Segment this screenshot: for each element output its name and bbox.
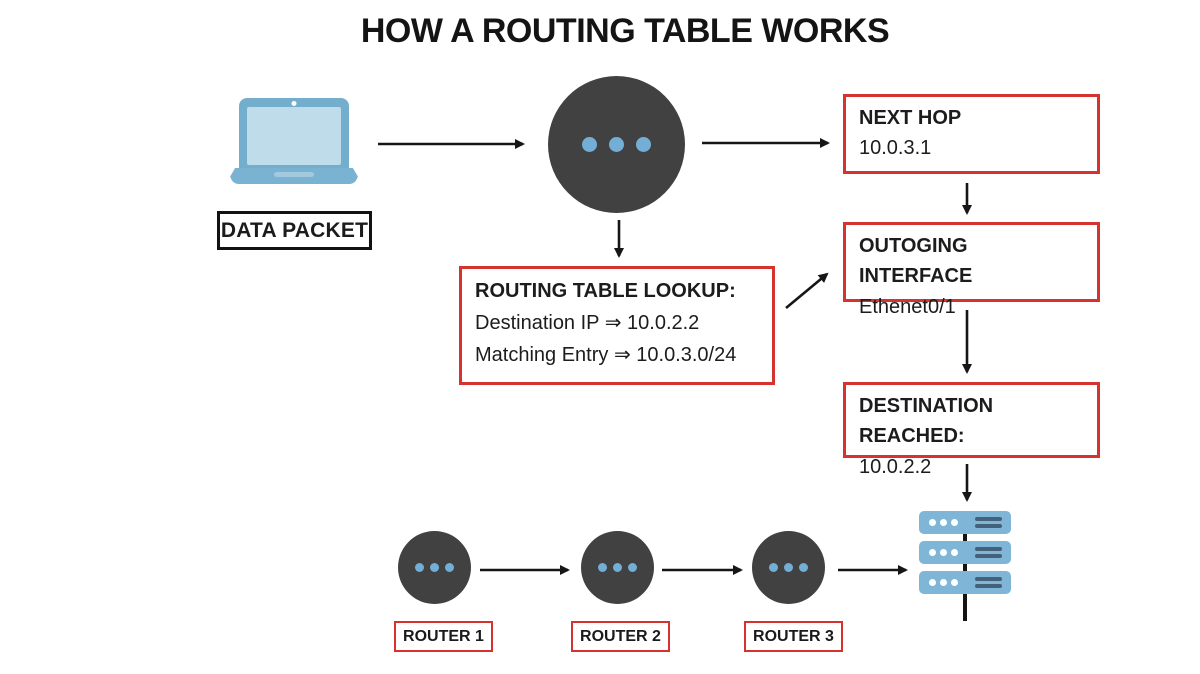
laptop-display [247,107,341,165]
next-hop-title: NEXT HOP [859,107,962,129]
server-led-icon [929,519,936,526]
server-vent-icon [975,577,1002,581]
outgoing-interface-value: Ethenet0/1 [859,295,956,318]
router-dot-icon [636,137,651,152]
router-2-label: ROUTER 2 [571,621,670,652]
router-3-label: ROUTER 3 [744,621,843,652]
main-router-icon [548,76,685,213]
laptop-touchpad [274,172,314,177]
server-led-icon [951,549,958,556]
server-vent-icon [975,547,1002,551]
server-vent-icon [975,554,1002,558]
router-dot-icon [582,137,597,152]
server-led-icon [951,519,958,526]
server-led-icon [940,579,947,586]
routing-table-lookup-box: ROUTING TABLE LOOKUP: Destination IP ⇒ 1… [459,266,775,385]
routing-table-lookup-line-2: Matching Entry ⇒ 10.0.3.0/24 [475,344,737,366]
router-dot-icon [799,563,808,572]
router-1-icon [398,531,471,604]
router-dot-icon [415,563,424,572]
laptop-icon [230,96,358,188]
router-2-icon [581,531,654,604]
router-dot-icon [445,563,454,572]
page-title: HOW A ROUTING TABLE WORKS [360,12,890,50]
data-packet-label: DATA PACKET [217,211,372,250]
destination-reached-box: DESTINATION REACHED: 10.0.2.2 [843,382,1100,478]
server-led-icon [951,579,958,586]
router-dot-icon [628,563,637,572]
next-hop-value: 10.0.3.1 [859,137,932,160]
outgoing-interface-box: OUTOGING INTERFACE Ethenet0/1 [843,222,1100,318]
server-unit-icon [919,511,1011,534]
destination-reached-value: 10.0.2.2 [859,455,932,478]
router-dot-icon [784,563,793,572]
router-dot-icon [598,563,607,572]
server-stack-icon [919,511,1011,621]
laptop-screen [239,98,349,169]
server-unit-icon [919,571,1011,594]
server-led-icon [929,579,936,586]
router-dot-icon [613,563,622,572]
next-hop-box: NEXT HOP 10.0.3.1 [843,94,1100,174]
server-led-icon [929,549,936,556]
server-vent-icon [975,584,1002,588]
server-led-icon [940,519,947,526]
router-dot-icon [769,563,778,572]
router-1-label: ROUTER 1 [394,621,493,652]
server-vent-icon [975,524,1002,528]
destination-reached-title: DESTINATION REACHED: [859,395,994,448]
router-3-icon [752,531,825,604]
routing-table-lookup-title: ROUTING TABLE LOOKUP: [475,280,736,302]
laptop-camera-dot [291,101,297,106]
server-led-icon [940,549,947,556]
arrow-lookup-to-outgoing [785,272,829,310]
server-unit-icon [919,541,1011,564]
server-vent-icon [975,517,1002,521]
outgoing-interface-title: OUTOGING INTERFACE [859,235,973,288]
router-dot-icon [430,563,439,572]
routing-table-lookup-line-1: Destination IP ⇒ 10.0.2.2 [475,312,700,334]
router-dot-icon [609,137,624,152]
